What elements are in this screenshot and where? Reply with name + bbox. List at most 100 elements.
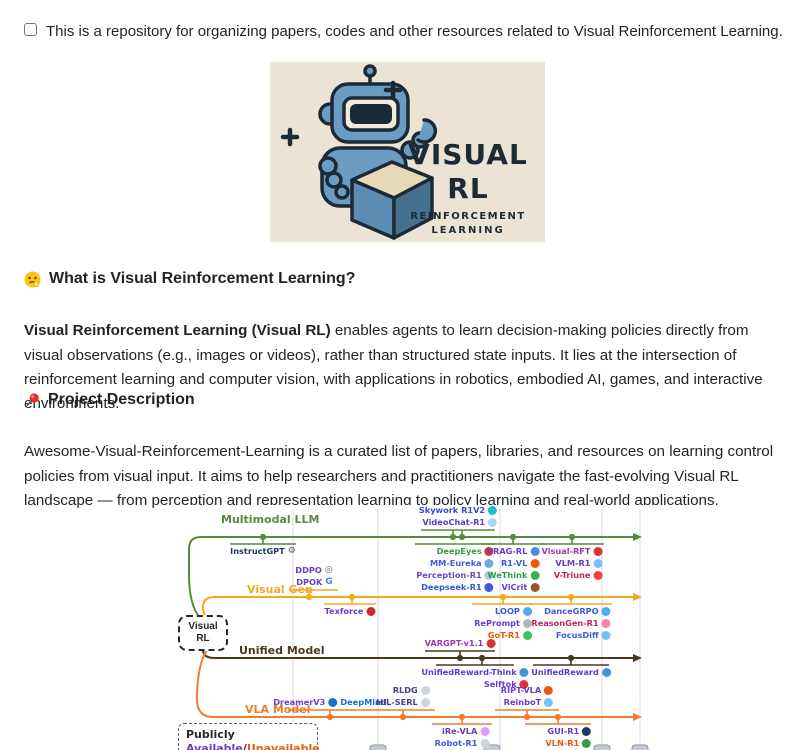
logo-word2: RL [447,172,488,205]
model-label: iRe-VLA [442,726,490,737]
model-icon [593,547,603,556]
task-checkbox[interactable] [24,23,37,36]
model-icon: G [325,577,333,587]
model-icon [530,547,540,556]
legend-unavailable: Unavailable [246,742,320,750]
timeline-diagram-image: Visual RL Publicly Available/Unavailable… [175,505,655,750]
model-icon [593,559,603,568]
branch-label-multimodal-llm: Multimodal LLM [221,513,320,526]
model-label: RLDG [393,685,430,696]
branch-label-vla-model: VLA Model [245,703,311,716]
model-label: DanceGRPO [544,606,611,617]
model-icon [420,686,430,695]
what-is-paragraph: Visual Reinforcement Learning (Visual RL… [24,319,779,417]
model-label: Perception-R1 [416,570,494,581]
model-label: Visual-RFT [542,546,603,557]
logo-word1: VISUAL [408,138,528,171]
legend-publicly-available: Publicly Available/Unavailable [178,723,320,750]
model-cluster: InstructGPT⚙ [230,546,296,557]
model-label: Skywork R1V2 [419,505,498,516]
model-label: Texforce [325,606,376,617]
model-label: RePrompt [474,618,532,629]
model-icon [530,559,540,568]
model-icon [480,727,490,736]
what-is-lead: Visual Reinforcement Learning (Visual RL… [24,322,331,340]
heading-project-description: Project Description [24,391,195,409]
model-label: UnifiedReward [531,667,611,678]
legend-line2: Available/Unavailable [186,742,320,750]
what-is-rest: enables agents to learn decision-making … [24,322,763,413]
model-icon [420,698,430,707]
model-label: DDPO◎ [295,565,333,575]
model-icon [488,506,498,515]
model-label: V-Triune [554,570,603,581]
model-label: Deepseek-R1 [421,582,494,593]
model-icon [530,571,540,580]
model-label: RIPT-VLA [501,685,554,696]
logo-sub1: REINFORCEMENT [410,211,525,222]
model-label: GoT-R1 [488,630,532,641]
model-icon [544,698,554,707]
model-label: WeThink [488,570,540,581]
branch-label-visual-gen: Visual Gen [247,583,313,596]
model-icon [484,583,494,592]
model-icon [328,698,338,707]
model-icon [601,619,611,628]
model-icon [484,571,494,580]
robot-logo-image: VISUAL RL REINFORCEMENT LEARNING [270,62,545,242]
model-icon [522,631,532,640]
heading-project-text: Project Description [48,391,195,408]
legend-separator: / [242,742,247,750]
legend-available: Available [186,742,243,750]
pushpin-emoji-icon [26,393,39,407]
model-icon: ⚙ [287,546,296,556]
model-icon [601,607,611,616]
model-label: Robot-R1 [435,738,490,749]
visual-rl-logo: VISUAL RL REINFORCEMENT LEARNING [270,62,545,242]
heading-what-is-visual-rl: What is Visual Reinforcement Learning? [24,270,355,288]
model-icon [522,607,532,616]
model-cluster: VARGPT-v1.1 [425,638,496,649]
model-icon [601,668,611,677]
model-label: FocusDiff [556,630,611,641]
model-label: LOOP [495,606,532,617]
model-icon [544,686,554,695]
repo-note: This is a repository for organizing pape… [24,21,786,42]
model-icon [519,668,529,677]
model-icon [593,571,603,580]
root-node-visual-rl: Visual RL [178,615,228,651]
model-icon [522,619,532,628]
model-icon [519,680,529,689]
branch-label-unified-model: Unified Model [239,644,325,657]
model-icon [480,739,490,748]
model-icon [530,583,540,592]
model-icon [366,607,376,616]
logo-sub2: LEARNING [431,225,504,236]
model-label: VRAG-RL [487,546,540,557]
model-cluster: UnifiedReward [531,667,611,678]
model-label: ReasonGen-R1 [531,618,611,629]
model-label: Selftok [484,679,529,690]
root-line2: RL [196,633,210,644]
model-label: GUI-R1 [547,726,592,737]
model-icon [486,639,496,648]
legend-line1: Publicly [186,728,235,741]
model-icon [488,518,498,527]
model-icon [601,631,611,640]
thinking-emoji-icon [24,271,41,287]
model-label: DeepEyes [437,546,494,557]
model-label: UnifiedReward-Think [421,667,529,678]
